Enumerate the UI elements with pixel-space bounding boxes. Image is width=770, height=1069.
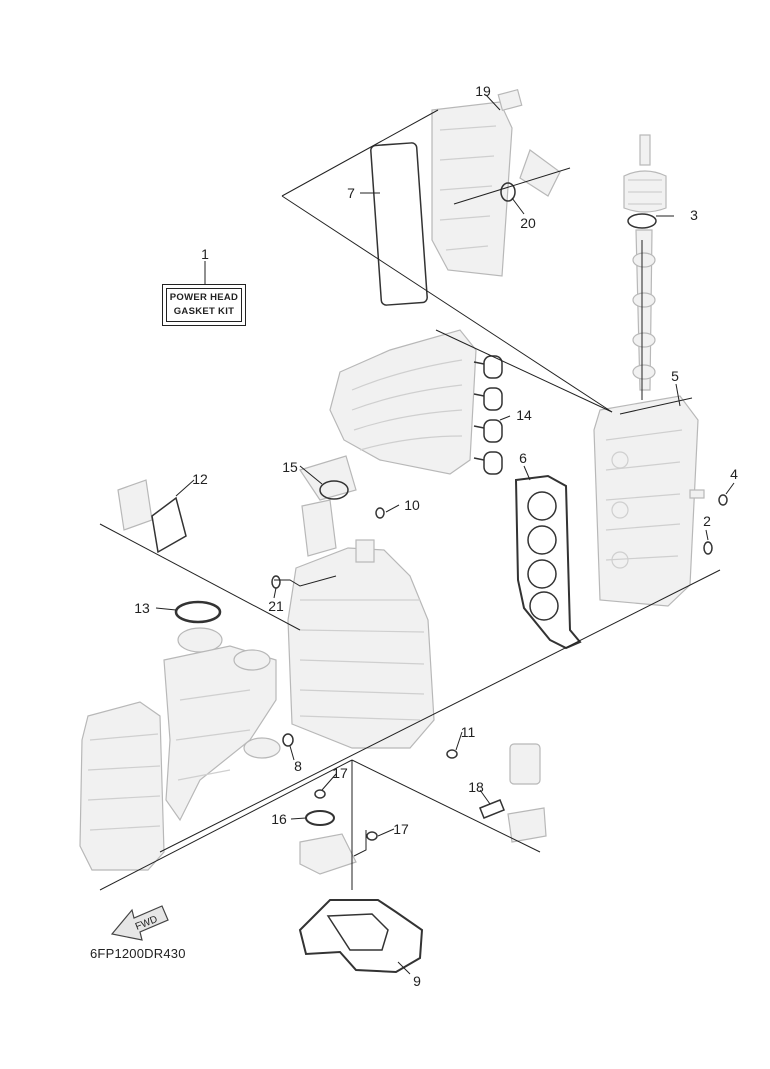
callout-21: 21 <box>268 598 284 614</box>
plug-seal <box>718 494 728 506</box>
o-ring-small-upper <box>314 789 326 799</box>
callout-1: 1 <box>201 246 209 262</box>
callout-10: 10 <box>404 497 420 513</box>
callout-13: 13 <box>134 600 150 616</box>
callout-16: 16 <box>271 811 287 827</box>
callout-19: 19 <box>475 83 491 99</box>
dowel-seal <box>282 733 294 747</box>
hose-seal <box>271 575 281 589</box>
callout-17b: 17 <box>393 821 409 837</box>
diagram-code: 6FP1200DR430 <box>90 946 186 961</box>
cover-seal <box>500 182 516 202</box>
callout-11: 11 <box>461 724 476 740</box>
kit-label-line2: GASKET KIT <box>173 306 235 317</box>
cylinder-head <box>593 395 705 607</box>
base-gasket <box>298 899 424 974</box>
callout-18: 18 <box>468 779 484 795</box>
axis-lines <box>99 109 721 891</box>
oil-filter <box>507 743 547 843</box>
oil-pump-body <box>299 833 357 875</box>
crankshaft-o-ring <box>174 600 222 624</box>
cylinder-block <box>287 539 435 749</box>
gasket-kit-label: POWER HEAD GASKET KIT <box>162 284 246 326</box>
callout-8: 8 <box>294 758 302 774</box>
callout-numbers: 1 2 3 4 5 6 7 8 9 10 11 12 13 14 15 16 1… <box>134 83 738 989</box>
crankshaft <box>163 627 281 822</box>
head-seal <box>703 541 713 555</box>
plug-washer <box>375 507 385 519</box>
gasket-kit-label-inner: POWER HEAD GASKET KIT <box>166 288 242 322</box>
callout-12: 12 <box>192 471 208 487</box>
callout-9: 9 <box>413 973 421 989</box>
callout-5: 5 <box>671 368 679 384</box>
kit-label-line1: POWER HEAD <box>169 292 239 303</box>
filter-gasket <box>479 799 505 819</box>
callout-3: 3 <box>690 207 698 223</box>
cylinder-head-cover <box>431 88 561 277</box>
callout-4: 4 <box>730 466 738 482</box>
callout-6: 6 <box>519 450 527 466</box>
intake-manifold <box>299 329 477 557</box>
fwd-arrow: FWD <box>110 905 169 941</box>
o-ring-small-lower <box>366 831 378 841</box>
intake-seal <box>319 480 349 500</box>
callout-14: 14 <box>516 407 532 423</box>
exhaust-gasket <box>473 355 503 475</box>
callout-15: 15 <box>282 459 298 475</box>
callout-7: 7 <box>347 185 355 201</box>
block-seal <box>446 749 458 759</box>
camshaft-assembly <box>623 134 667 391</box>
head-gasket <box>514 474 582 650</box>
oil-pump-o-ring <box>305 810 335 826</box>
callout-17a: 17 <box>332 765 348 781</box>
breather-cover <box>117 479 153 531</box>
callout-20: 20 <box>520 215 536 231</box>
breather-gasket <box>151 496 187 554</box>
camshaft-o-ring <box>627 213 657 229</box>
crankcase <box>79 701 165 871</box>
leader-lines <box>155 94 735 975</box>
callout-2: 2 <box>703 513 711 529</box>
head-cover-gasket <box>370 142 428 306</box>
